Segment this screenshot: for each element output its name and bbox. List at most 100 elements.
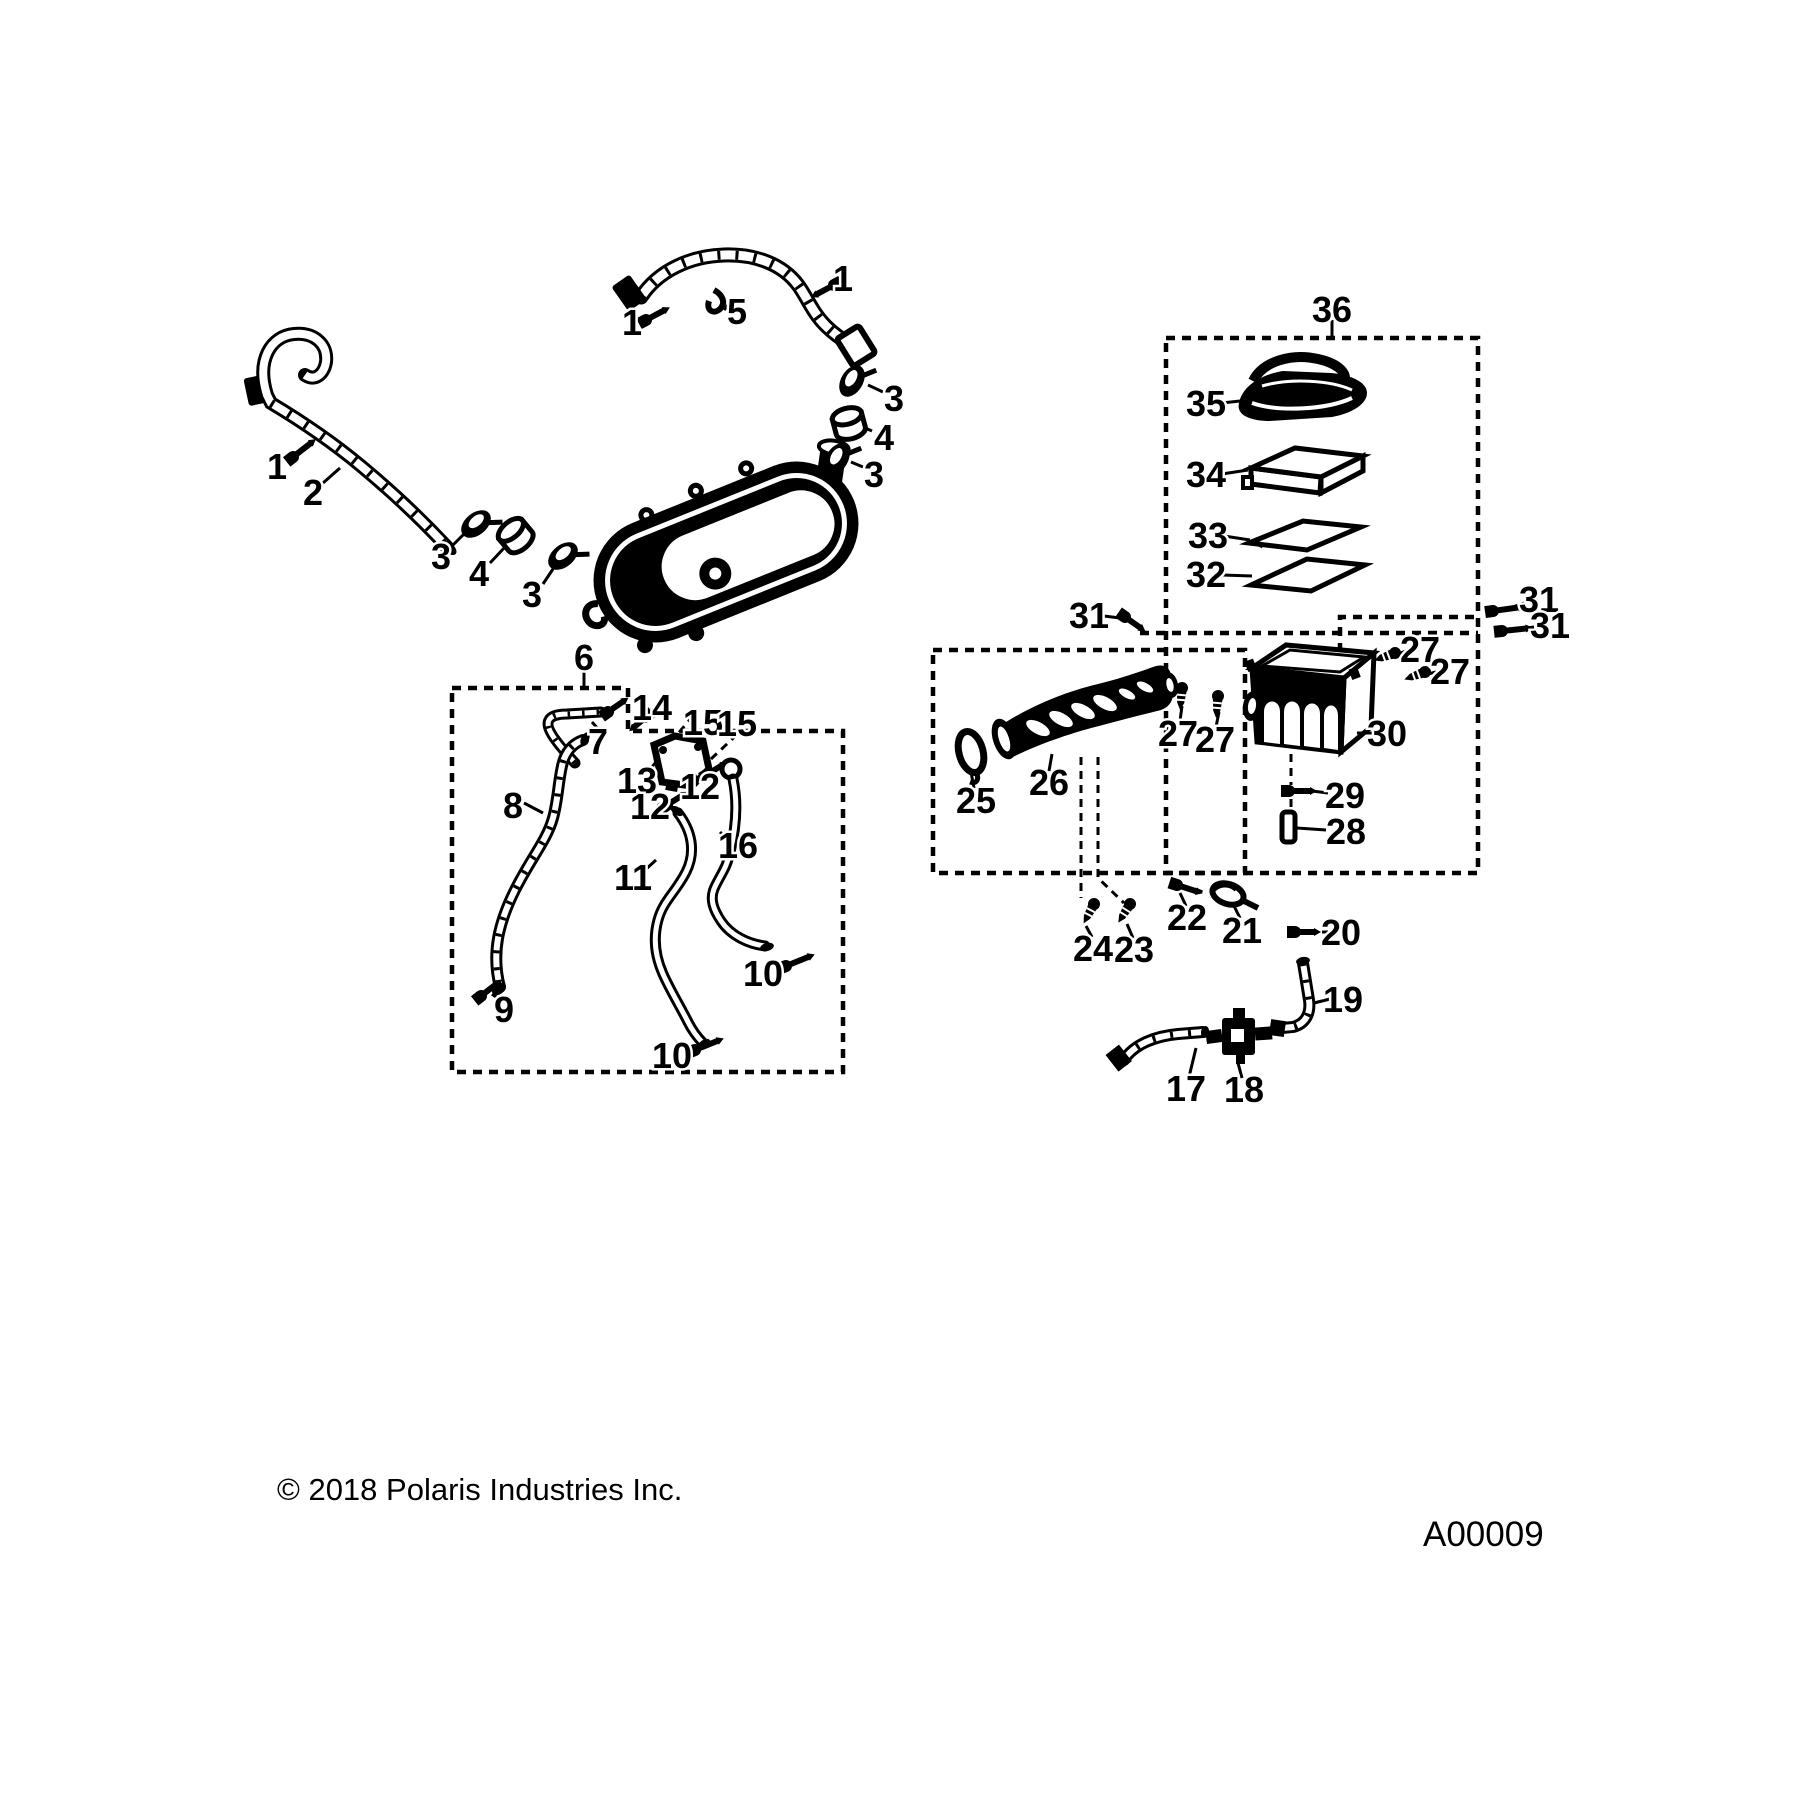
leader-18 <box>1236 1062 1244 1079</box>
leader-4a <box>488 545 507 565</box>
part-airbox-lid-35 <box>1238 352 1367 421</box>
callout-23-43: 23 <box>1114 929 1154 970</box>
bolt-1a <box>283 439 316 467</box>
bolt-10a <box>685 1037 724 1059</box>
bolt-12b <box>698 761 728 784</box>
callout-24-42: 24 <box>1073 928 1113 969</box>
leader-23 <box>1125 923 1135 939</box>
dashed-box-36 <box>1163 335 1481 876</box>
drawing-number: A00009 <box>1423 1515 1544 1554</box>
callout-36-25: 36 <box>1312 289 1352 330</box>
clamp-3d <box>824 443 863 475</box>
leader-21 <box>1232 905 1242 919</box>
callout-10-23: 10 <box>652 1035 692 1076</box>
leader-13 <box>646 761 658 773</box>
callout-27-35: 27 <box>1158 713 1198 754</box>
part-pin-28 <box>1279 809 1298 845</box>
callout-3-2: 3 <box>431 536 451 577</box>
clamp-3c <box>839 365 878 397</box>
callout-15-14: 15 <box>683 702 723 743</box>
callout-26-34: 26 <box>1029 762 1069 803</box>
bolt-20 <box>1287 926 1321 938</box>
callout-18-49: 18 <box>1224 1069 1264 1110</box>
callout-3-10: 3 <box>864 454 884 495</box>
leader-9 <box>491 992 501 1002</box>
bolt-31a <box>1115 607 1146 632</box>
parts <box>243 247 1381 1072</box>
callout-27-38: 27 <box>1430 651 1470 692</box>
leader-24 <box>1084 925 1094 938</box>
callout-20-46: 20 <box>1321 912 1361 953</box>
bolt-7 <box>598 697 629 722</box>
callout-12-18: 12 <box>680 766 720 807</box>
hose-5-clip <box>705 287 727 315</box>
part-valve-18 <box>1205 1008 1273 1064</box>
leader-5 <box>722 298 735 311</box>
callout-25-33: 25 <box>956 780 996 821</box>
part-breather-tube-2 <box>243 326 457 556</box>
clamp-3b <box>548 542 590 570</box>
callout-27-37: 27 <box>1400 629 1440 670</box>
callout-1-5: 1 <box>622 302 642 343</box>
leader-34 <box>1221 468 1249 476</box>
spacer-4a <box>495 515 536 556</box>
screw-27b <box>1212 690 1224 718</box>
leader-27a <box>1178 705 1184 722</box>
part-hose-7 <box>542 706 607 769</box>
callout-31-30: 31 <box>1069 595 1109 636</box>
callout-7-12: 7 <box>588 721 608 762</box>
callout-16-21: 16 <box>718 825 758 866</box>
dashed-box-6 <box>449 685 846 1075</box>
leader-35 <box>1221 399 1241 405</box>
leader-17 <box>1187 1047 1198 1078</box>
callout-1-0: 1 <box>267 446 287 487</box>
callout-15-15: 15 <box>717 703 757 744</box>
leader-3d <box>850 460 864 469</box>
part-clamp-21 <box>1209 880 1260 911</box>
bolt-14 <box>629 707 656 732</box>
callout-17-48: 17 <box>1166 1068 1206 1109</box>
part-hose-8 <box>490 732 590 996</box>
screw-27a <box>1176 682 1188 710</box>
callout-22-44: 22 <box>1167 897 1207 938</box>
callout-9-22: 9 <box>494 989 514 1030</box>
part-hose-19 <box>1268 956 1316 1038</box>
leader-26 <box>1047 753 1054 772</box>
callout-2-1: 2 <box>303 472 323 513</box>
leader-27b <box>1214 711 1221 728</box>
callout-8-19: 8 <box>503 785 523 826</box>
callout-27-36: 27 <box>1195 719 1235 760</box>
leader-8 <box>523 801 544 815</box>
callout-3-8: 3 <box>884 378 904 419</box>
leader-11 <box>643 858 658 872</box>
part-clamp-25 <box>954 727 988 785</box>
callout-21-45: 21 <box>1222 910 1262 951</box>
part-hose-17 <box>1105 1026 1210 1072</box>
leader-16 <box>718 830 730 842</box>
leader-22 <box>1178 892 1188 907</box>
callout-34-27: 34 <box>1186 454 1226 495</box>
screw-27d <box>1404 666 1431 681</box>
dashed-box-intake-duct <box>930 647 1248 876</box>
callout-5-6: 5 <box>727 291 747 332</box>
callout-10-24: 10 <box>743 953 783 994</box>
hardware <box>283 275 1533 1059</box>
callout-28-41: 28 <box>1326 811 1366 852</box>
bolt-10b <box>776 953 815 975</box>
callout-11-20: 11 <box>614 857 652 898</box>
leader-3c <box>867 383 884 394</box>
callout-12-17: 12 <box>630 786 670 827</box>
leader-19 <box>1313 997 1331 1005</box>
part-gasket-sheet-32 <box>1241 556 1375 594</box>
clamp-3a <box>461 510 503 538</box>
bolt-1c <box>811 275 844 298</box>
callout-14-13: 14 <box>632 687 672 728</box>
callout-19-47: 19 <box>1323 979 1363 1020</box>
part-intake-duct-26 <box>991 665 1179 760</box>
leader-28 <box>1296 826 1327 832</box>
screw-23 <box>1118 898 1136 923</box>
callout-6-11: 6 <box>574 637 594 678</box>
spacer-4b <box>829 405 868 442</box>
screw-27c <box>1374 647 1401 662</box>
